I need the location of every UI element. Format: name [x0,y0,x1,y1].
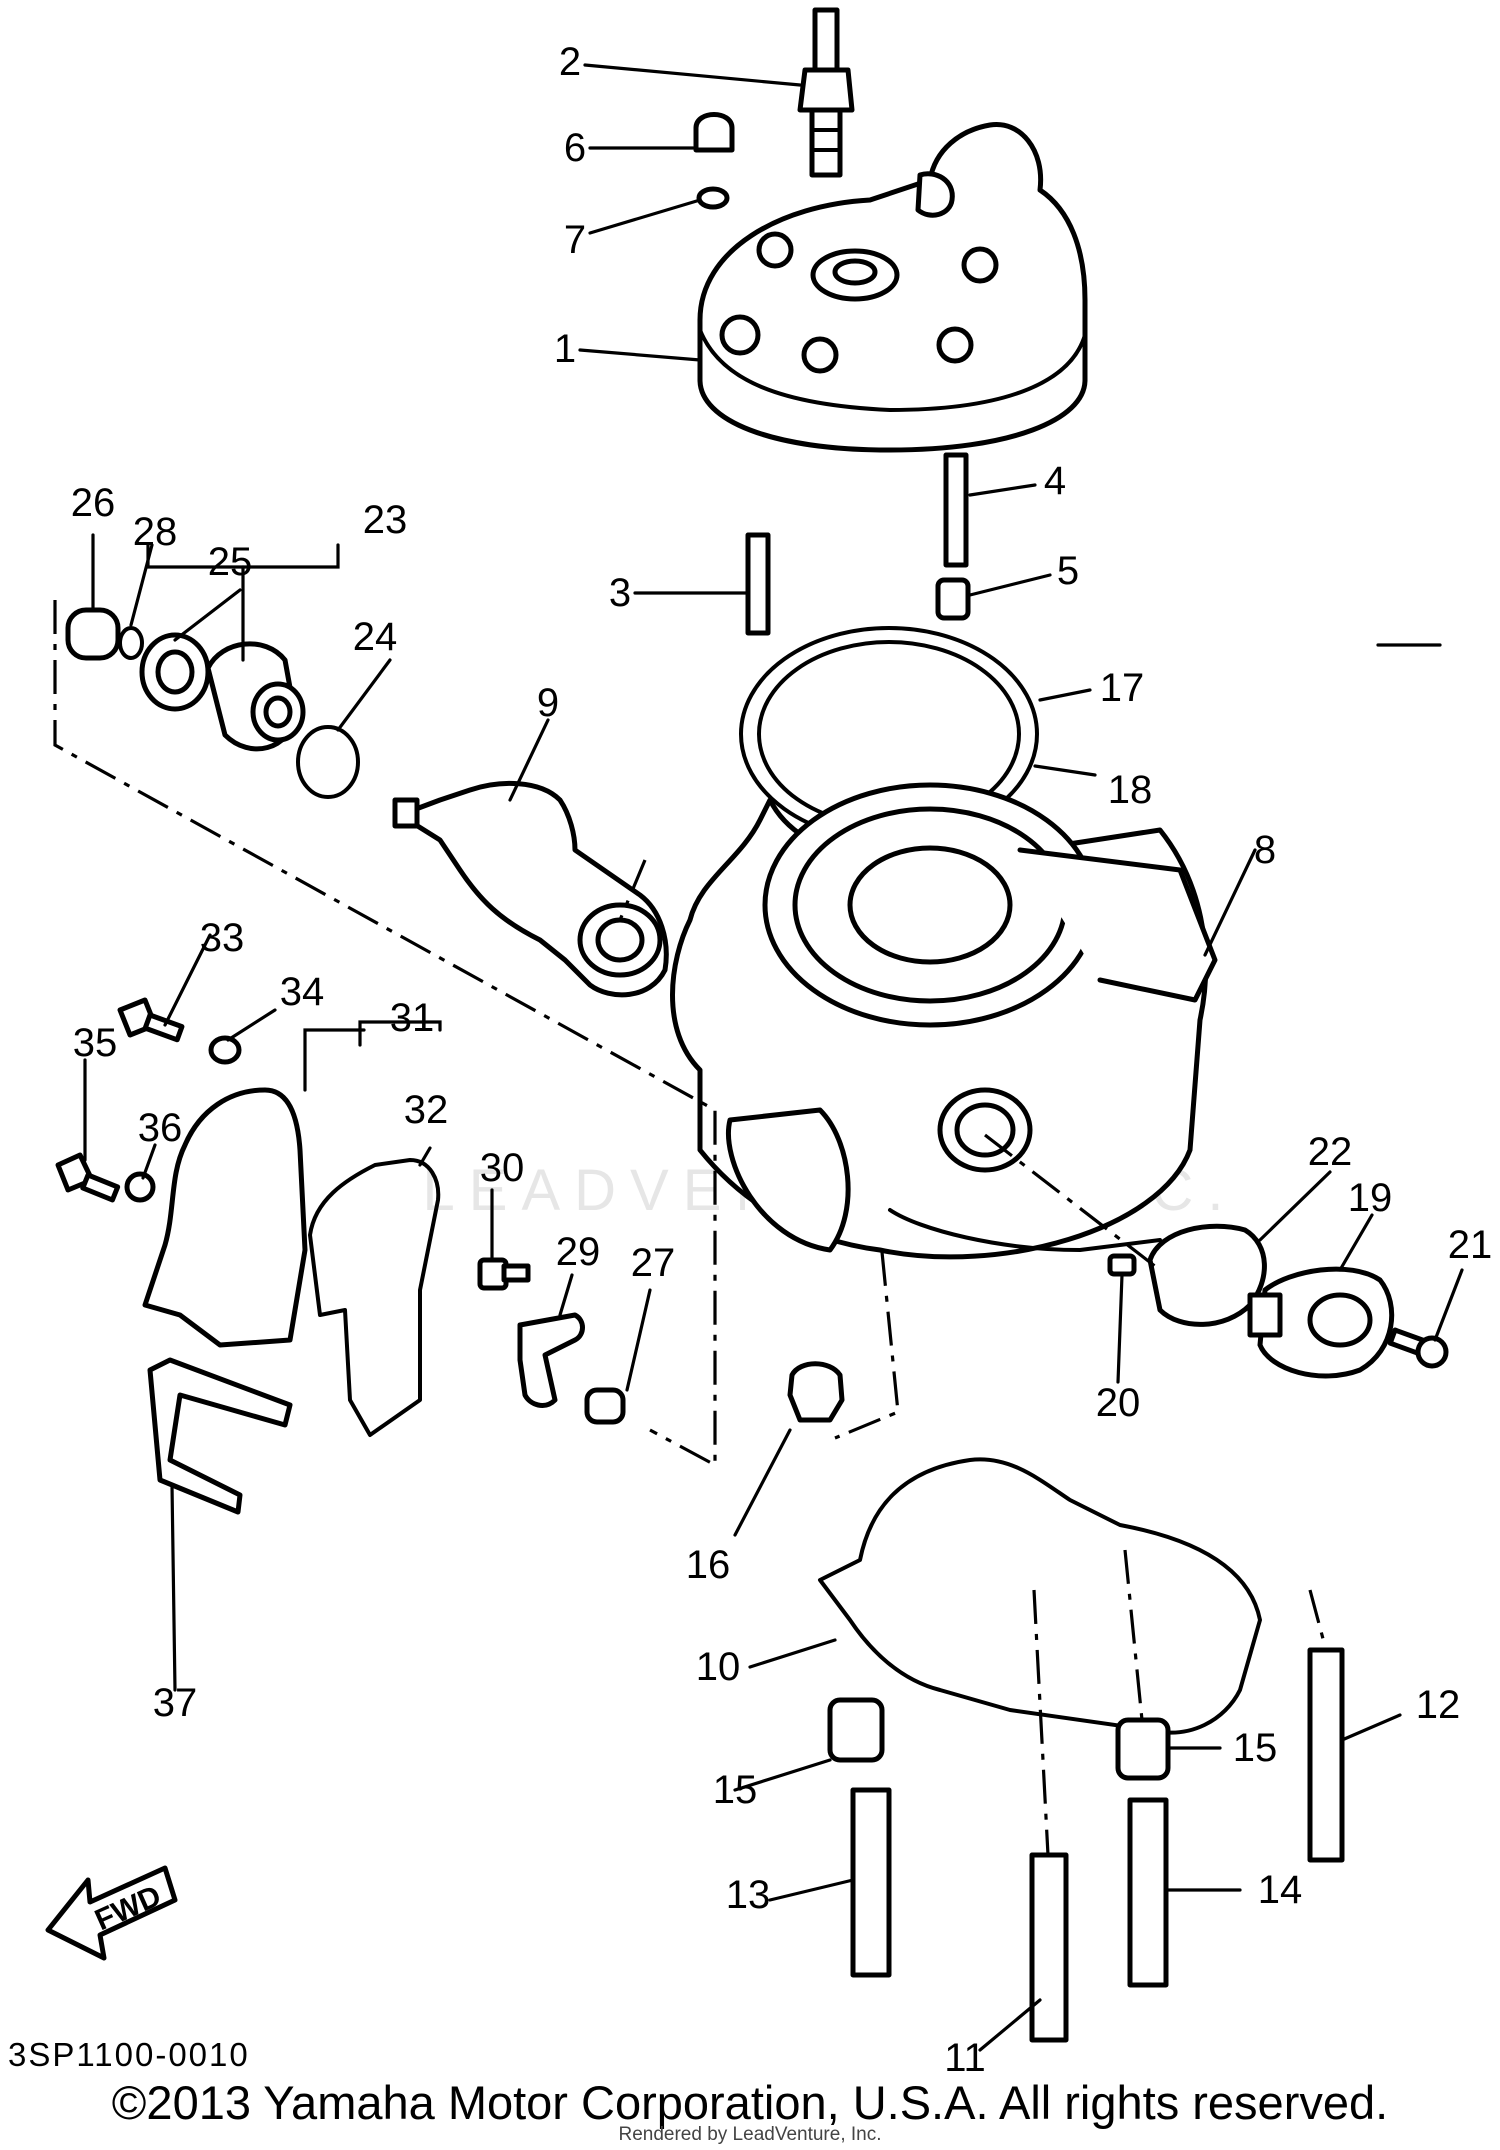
callout-33: 33 [200,916,245,960]
callout-25: 25 [208,540,253,584]
callout-14: 14 [1258,1868,1303,1912]
lock-plate-29 [517,1312,585,1408]
collar-27 [584,1387,626,1425]
callout-15a: 15 [713,1768,758,1812]
callout-9: 9 [537,681,559,725]
water-pump-cover [142,1087,308,1348]
stud-bolt-13 [850,1787,892,1978]
callout-11: 11 [944,2036,986,2080]
callout-23: 23 [363,498,408,542]
stud-bolt-12 [1307,1647,1345,1863]
callout-6: 6 [564,126,586,170]
rendered-by-notice: Rendered by LeadVenture, Inc. [618,2124,882,2145]
callout-31: 31 [390,996,435,1040]
water-pump-gasket [308,1158,441,1437]
impeller-shaft [392,780,669,998]
assembly-line-center [618,859,647,921]
bolt-21 [1387,1327,1449,1369]
callout-29: 29 [556,1230,601,1274]
assembly-line-stud12 [1308,1589,1328,1651]
callout-10: 10 [696,1645,741,1689]
callout-24: 24 [353,615,398,659]
callout-3: 3 [609,571,631,615]
dowel-pin-15b [1115,1717,1171,1781]
copyright-notice: ©2013 Yamaha Motor Corporation, U.S.A. A… [111,2076,1389,2129]
callout-12: 12 [1416,1683,1461,1727]
assembly-line-pump [53,600,717,1468]
assembly-line-stud11 [1032,1589,1050,1856]
callout-22: 22 [1308,1130,1353,1174]
spark-plug [797,7,855,178]
dowel-pin-5 [935,577,971,621]
clip-37 [147,1357,293,1515]
hose-joint-19 [1247,1266,1395,1379]
plug-16 [787,1361,845,1423]
bolt-33 [117,997,185,1043]
callout-16: 16 [686,1543,731,1587]
callout-35: 35 [73,1021,118,1065]
stud-bolt-14 [1127,1797,1169,1988]
callout-26: 26 [71,481,116,525]
callout-19: 19 [1348,1176,1393,1220]
callout-5: 5 [1057,549,1079,593]
callout-1: 1 [554,327,576,371]
dowel-pin-15a [827,1697,885,1763]
callout-32: 32 [404,1088,449,1132]
callout-15b: 15 [1233,1726,1278,1770]
gasket-22 [1147,1223,1267,1327]
callout-8: 8 [1254,828,1276,872]
callout-28: 28 [133,510,178,554]
callout-37: 37 [153,1681,198,1725]
bolt-35 [55,1152,121,1203]
assembly-line-base [834,1251,900,1440]
diagram-code: 3SP1100-0010 [8,2036,250,2073]
assembly-line-stud14 [1123,1549,1144,1721]
bearing-25 [139,632,211,712]
callout-21: 21 [1448,1223,1493,1267]
mechanical-seal-23 [205,641,306,752]
leader-lines [83,63,1464,2052]
cylinder [670,782,1218,1260]
callout-4: 4 [1044,459,1066,503]
callout-34: 34 [280,970,325,1014]
stud-bolt-4 [943,452,969,568]
cylinder-base-gasket [818,1457,1262,1735]
callout-27: 27 [631,1241,676,1285]
washer-34 [208,1035,242,1065]
callout-20: 20 [1096,1381,1141,1425]
callout-17: 17 [1100,666,1145,710]
callout-2: 2 [559,40,581,84]
o-ring-28 [118,626,144,660]
collar-26 [65,607,121,661]
cylinder-head [697,121,1088,453]
cap-nut [693,112,735,153]
bolt-30 [477,1257,531,1291]
washer-36 [124,1171,156,1203]
callout-36: 36 [138,1106,183,1150]
callout-13: 13 [726,1873,771,1917]
fwd-arrow: FWD [45,1865,178,1961]
stud-bolt-3 [745,532,771,636]
o-ring-24 [296,725,360,799]
assembly-line-joint [984,1133,1161,1272]
washer [696,186,730,210]
callout-7: 7 [564,218,586,262]
dowel-pin-20 [1107,1253,1137,1277]
stud-bolt-11 [1029,1852,1069,2043]
callouts: 1 2 3 4 5 6 7 8 9 10 11 12 13 14 15 15 1… [71,40,1493,2080]
callout-30: 30 [480,1146,525,1190]
callout-18: 18 [1108,768,1153,812]
